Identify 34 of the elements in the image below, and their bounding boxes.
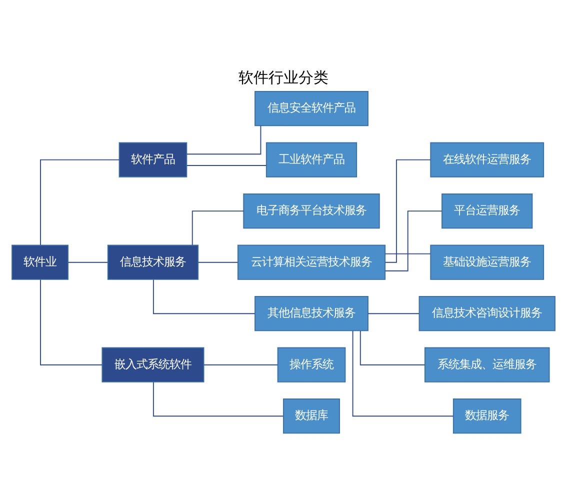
connector	[384, 210, 442, 272]
connector	[186, 165, 267, 166]
connector	[360, 330, 426, 366]
node-box: 数据服务	[452, 398, 522, 434]
connector	[186, 125, 262, 155]
connector	[152, 382, 284, 417]
connector	[192, 210, 244, 246]
connector	[384, 253, 431, 254]
node-box: 数据库	[283, 398, 340, 434]
node-box: 系统集成、运维服务	[424, 347, 550, 382]
connector	[40, 279, 102, 366]
connector	[352, 330, 454, 417]
node-box: 基础设施运营服务	[430, 244, 544, 280]
node-box: 操作系统	[277, 347, 346, 382]
connector	[68, 262, 108, 263]
node-box: 信息技术服务	[107, 244, 199, 280]
connector	[204, 364, 278, 366]
node-box: 软件产品	[118, 142, 188, 178]
node-box: 电子商务平台技术服务	[243, 194, 380, 229]
node-box: 信息安全软件产品	[254, 91, 368, 126]
connector	[152, 279, 256, 314]
node-box: 工业软件产品	[266, 142, 358, 178]
node-box: 信息技术咨询设计服务	[418, 296, 556, 332]
connector	[384, 159, 431, 263]
connector	[40, 159, 120, 246]
node-box: 软件业	[12, 244, 68, 280]
node-box: 平台运营服务	[442, 194, 533, 229]
diagram-title: 软件行业分类	[238, 68, 328, 87]
node-box: 其他信息技术服务	[254, 296, 368, 332]
connector	[368, 313, 420, 314]
node-box: 云计算相关运营技术服务	[237, 244, 386, 280]
node-box: 在线软件运营服务	[430, 142, 544, 178]
connector	[198, 262, 238, 263]
node-box: 嵌入式系统软件	[102, 347, 204, 382]
